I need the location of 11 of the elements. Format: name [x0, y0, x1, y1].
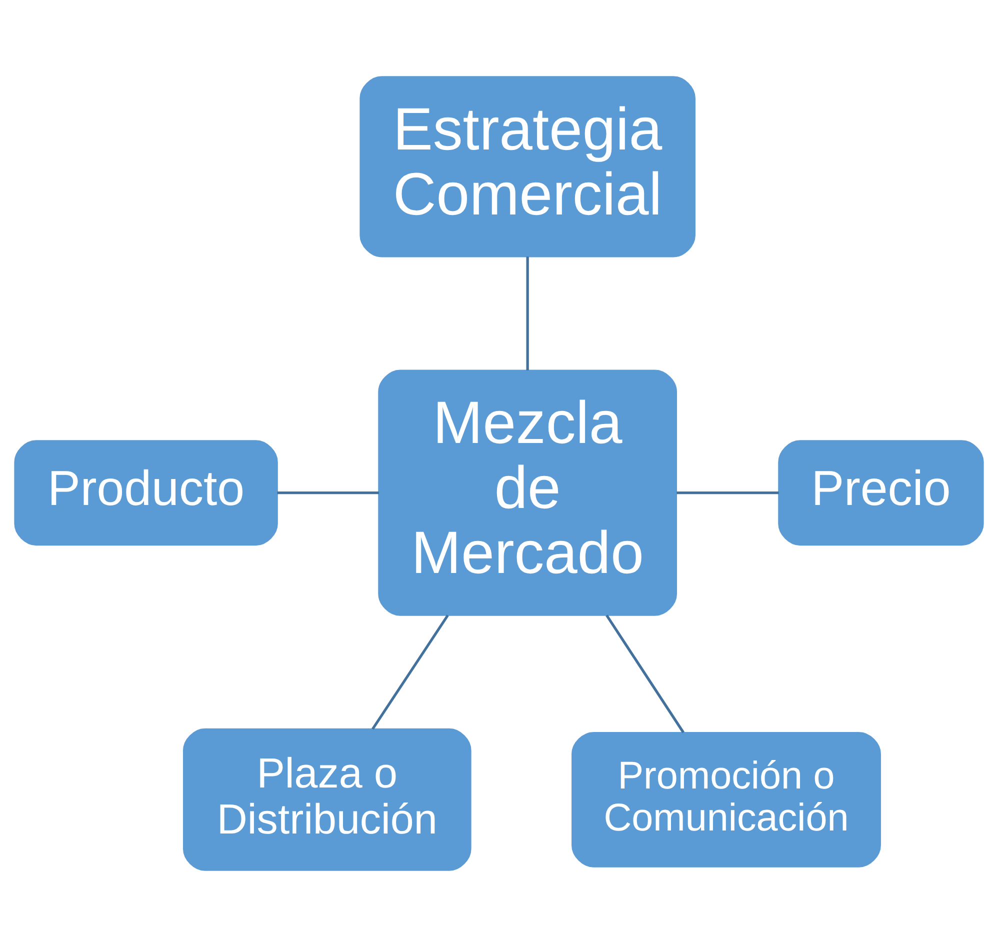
node-box: Promoción o Comunicación	[572, 731, 881, 867]
connector	[606, 614, 684, 733]
node-box: Producto	[14, 440, 278, 546]
node-box: Precio	[778, 440, 984, 546]
connector	[676, 491, 779, 494]
node-box: Plaza o Distribución	[182, 728, 472, 870]
connector	[526, 256, 529, 370]
node-box: Estrategia Comercial	[360, 76, 696, 257]
connector	[372, 614, 449, 730]
connector	[277, 491, 379, 494]
node-box: Mezcla de Mercado	[378, 369, 678, 616]
